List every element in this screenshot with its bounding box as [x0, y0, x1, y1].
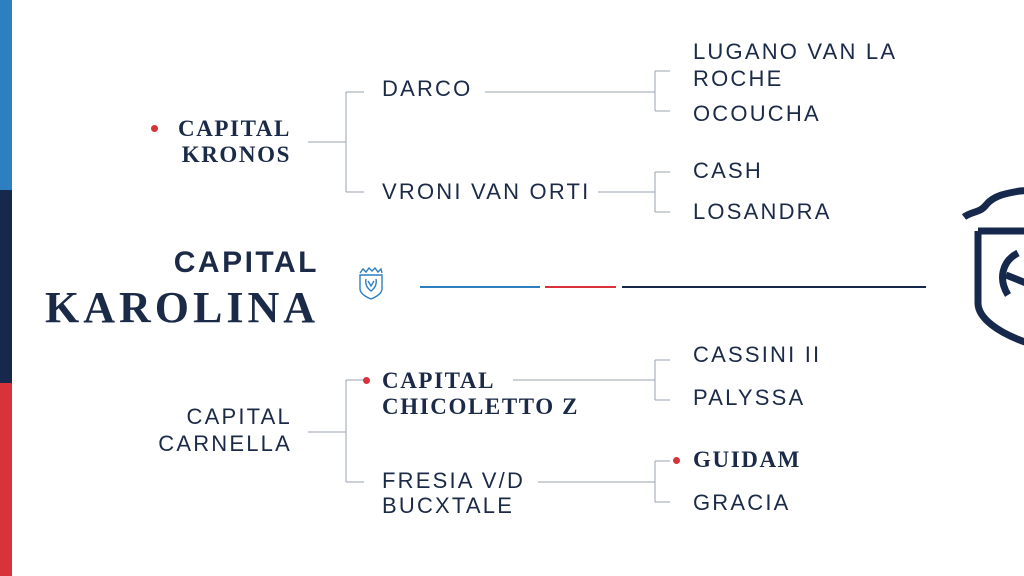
connector-dam-sire	[513, 359, 670, 401]
sire-name-line2: KRONOS	[181, 142, 291, 167]
ggp-1-line2: ROCHE	[693, 66, 784, 91]
ggp-1-line1: LUGANO VAN LA	[693, 39, 898, 64]
connector-dam	[308, 379, 364, 483]
dam-sire-name-line2: CHICOLETTO Z	[382, 394, 580, 419]
connector-sire	[308, 91, 364, 193]
ggp-cassini-ii: CASSINI II	[693, 342, 822, 367]
crest-logo-icon	[961, 187, 1024, 346]
red-dot-icon	[673, 457, 680, 464]
dam-sire-name-line1: CAPITAL	[382, 368, 496, 393]
stripe-navy	[0, 190, 12, 383]
ggp-cash: CASH	[693, 158, 763, 183]
ggp-palyssa: PALYSSA	[693, 385, 806, 410]
dam-sire-name: CAPITAL CHICOLETTO Z	[382, 368, 579, 420]
ggp-guidam: GUIDAM	[693, 447, 801, 472]
red-dot-icon	[151, 125, 158, 132]
sire-name-line1: CAPITAL	[177, 116, 291, 141]
connector-sire-sire	[485, 70, 670, 112]
dam-dam-name-line2: BUCXTALE	[382, 493, 515, 518]
connector-sire-dam	[598, 171, 670, 213]
stripe-red	[0, 383, 12, 576]
dam-dam-name: FRESIA V/D BUCXTALE	[382, 468, 525, 518]
dam-name-line1: CAPITAL	[186, 404, 292, 429]
ggp-ocoucha: OCOUCHA	[693, 101, 821, 126]
dam-name-line2: CARNELLA	[158, 431, 292, 456]
sire-dam-name: VRONI VAN ORTI	[382, 179, 591, 204]
subject-last-name: KAROLINA	[44, 283, 319, 332]
sire-sire-name: DARCO	[382, 76, 473, 101]
subject-first-name: CAPITAL	[173, 246, 319, 279]
dam-name: CAPITAL CARNELLA	[158, 403, 292, 457]
connector-dam-dam	[538, 460, 670, 503]
ggp-lugano-van-la-roche: LUGANO VAN LA ROCHE	[693, 38, 897, 92]
stripe-blue	[0, 0, 12, 190]
ggp-losandra: LOSANDRA	[693, 199, 832, 224]
crest-icon	[359, 267, 383, 300]
sire-name: CAPITAL KRONOS	[178, 116, 291, 168]
red-dot-icon	[363, 377, 370, 384]
ggp-gracia: GRACIA	[693, 490, 791, 515]
dam-dam-name-line1: FRESIA V/D	[382, 468, 526, 493]
